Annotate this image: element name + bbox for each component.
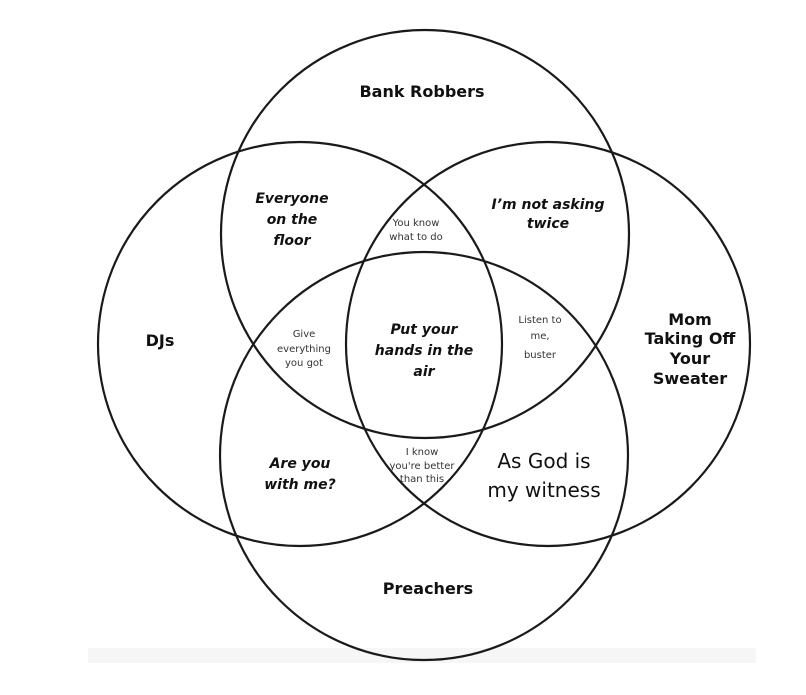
region-top-right-2: twice	[527, 216, 569, 232]
region-center-1: Put your	[391, 322, 459, 338]
set-label-mom-1: Mom	[668, 310, 712, 329]
set-label-mom-3: Your	[669, 349, 711, 368]
circle-preachers	[218, 250, 630, 662]
region-bottom-mid-2: you're better	[390, 461, 456, 472]
region-top-left-2: on the	[267, 212, 318, 228]
region-center-3: air	[413, 364, 435, 380]
region-center-2: hands in the	[375, 343, 473, 359]
region-right-mid-2: me,	[530, 331, 549, 342]
circle-mom-sweater	[344, 140, 752, 548]
circle-djs	[96, 140, 504, 548]
region-top-mid-1: You know	[392, 218, 440, 229]
region-left-mid-1: Give	[293, 329, 316, 340]
region-bottom-mid-1: I know	[406, 447, 439, 458]
region-top-left-1: Everyone	[255, 191, 328, 207]
region-bottom-mid-3: than this	[400, 474, 444, 485]
region-right-mid-1: Listen to	[518, 315, 561, 326]
region-bottom-left-1: Are you	[269, 456, 331, 472]
region-top-right-1: I’m not asking	[491, 197, 604, 213]
region-top-left-3: floor	[273, 233, 311, 249]
set-label-preachers: Preachers	[383, 579, 473, 598]
region-top-mid-2: what to do	[389, 232, 442, 243]
set-label-djs: DJs	[146, 331, 175, 350]
set-label-mom-4: Sweater	[653, 369, 727, 388]
region-right-mid-3: buster	[524, 350, 557, 361]
region-bottom-right-2: my witness	[487, 478, 600, 502]
region-bottom-right-1: As God is	[497, 449, 590, 473]
set-label-bank-robbers: Bank Robbers	[359, 82, 484, 101]
region-left-mid-3: you got	[285, 358, 323, 369]
region-left-mid-2: everything	[277, 344, 331, 355]
region-bottom-left-2: with me?	[264, 477, 335, 493]
circle-bank-robbers	[219, 28, 631, 440]
set-label-mom-2: Taking Off	[645, 329, 737, 348]
bottom-shade	[88, 648, 756, 663]
